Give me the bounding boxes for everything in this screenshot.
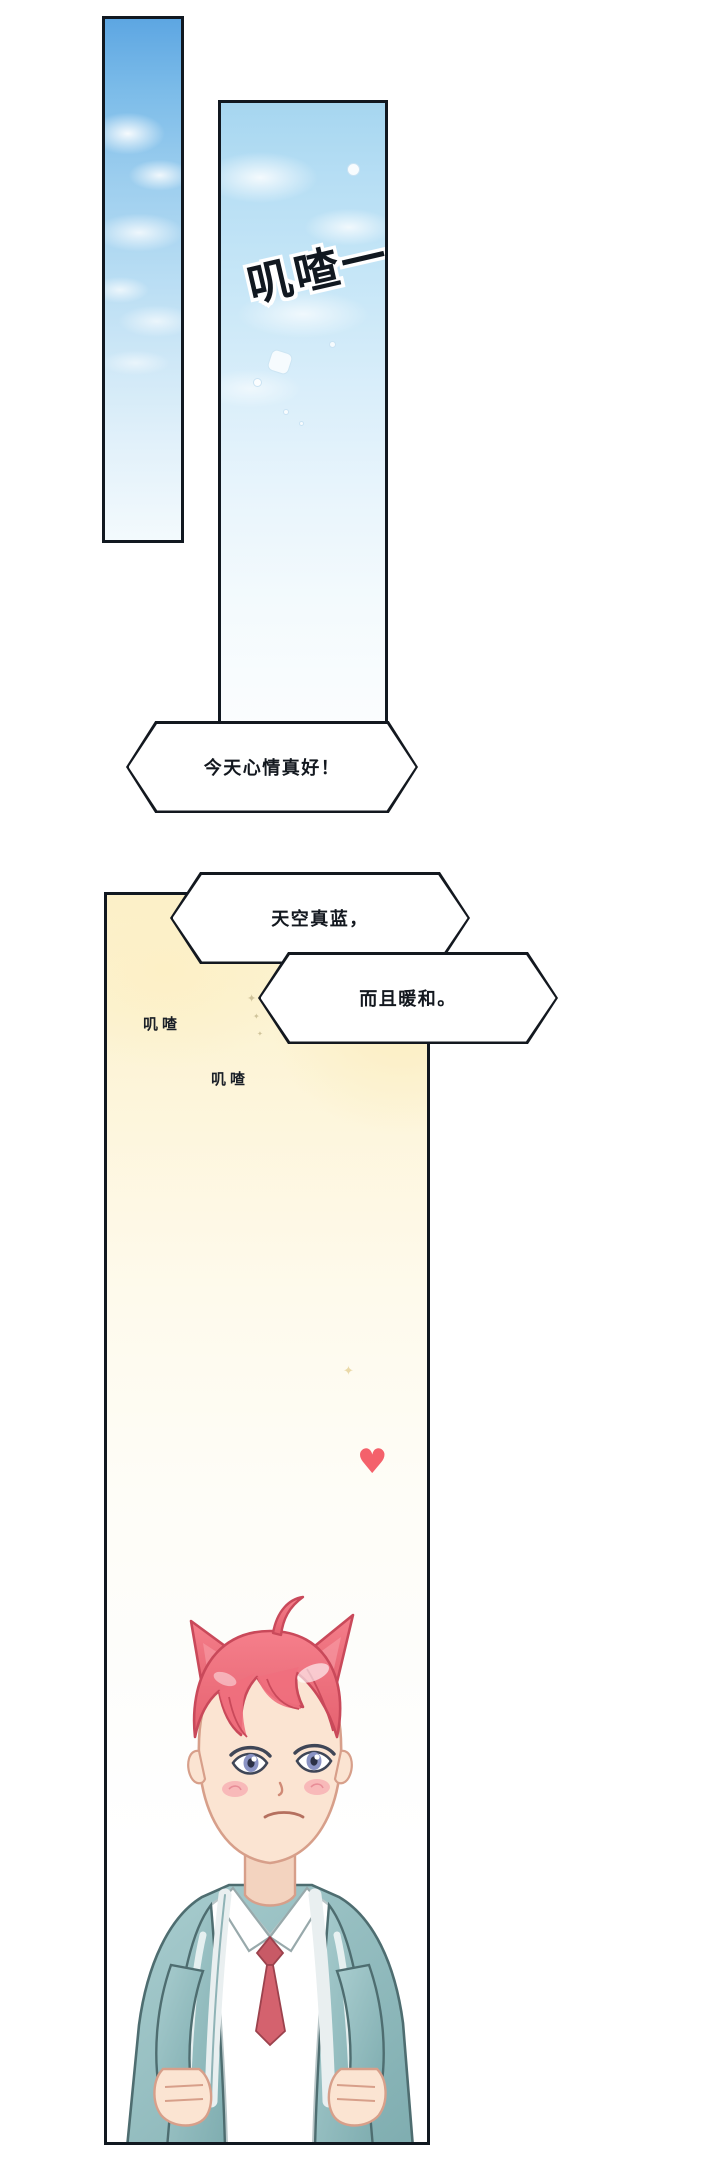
sparkle-icon: ✦: [247, 992, 257, 1005]
sky-gradient-background: [105, 19, 181, 540]
panel-character: 叽喳 叽喳 ✦ ✦ ✦ ✦ ♥: [104, 892, 430, 2145]
speech-bubble-2[interactable]: 天空真蓝，: [170, 872, 470, 964]
speech-bubble-2-text: 天空真蓝，: [172, 874, 468, 962]
soap-bubble-small-icon: [347, 163, 360, 176]
speech-bubble-3-text: 而且暖和。: [260, 954, 556, 1042]
soap-bubble-small-icon: [299, 421, 304, 426]
character-illustration: [107, 1465, 427, 2142]
sfx-chirp-small-1: 叽喳: [143, 1015, 182, 1033]
soap-bubble-small-icon: [253, 378, 262, 387]
sparkle-icon: ✦: [343, 1364, 354, 1379]
sky-gradient-background: [221, 103, 385, 724]
soap-bubble-small-icon: [283, 409, 289, 415]
soap-bubble-small-icon: [329, 341, 336, 348]
panel-sky-strip: [102, 16, 184, 543]
sparkle-icon: ✦: [253, 1012, 260, 1021]
sfx-chirp-small-2: 叽喳: [211, 1070, 250, 1088]
speech-bubble-3[interactable]: 而且暖和。: [258, 952, 558, 1044]
speech-bubble-1[interactable]: 今天心情真好！: [126, 721, 418, 813]
heart-icon: ♥: [357, 1442, 388, 1482]
panel-sky-sfx: 叽喳一: [218, 100, 388, 727]
speech-bubble-1-text: 今天心情真好！: [128, 723, 416, 811]
